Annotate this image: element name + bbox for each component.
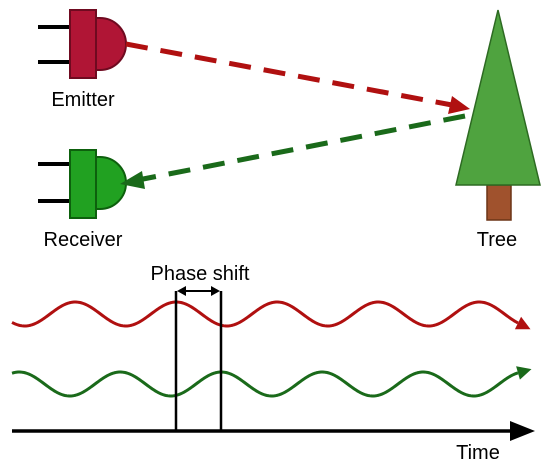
reflected-beam-arrowhead [120, 171, 145, 189]
emitted-beam [125, 41, 470, 114]
emitter-icon [38, 9, 127, 79]
emitter-label: Emitter [51, 89, 115, 111]
phase-shift-marker [174, 286, 223, 431]
time-axis [12, 421, 535, 441]
receiver-dome [95, 156, 127, 210]
time-axis-arrowhead [510, 421, 535, 441]
emitted-wave-curve [11, 300, 519, 328]
receiver-label: Receiver [44, 229, 123, 251]
emitted-beam-arrowhead [448, 96, 470, 114]
received-wave-curve [11, 370, 519, 398]
tree-label: Tree [477, 229, 517, 251]
receiver-body [69, 149, 97, 219]
emitter-dome [95, 17, 127, 71]
phase-shift-label: Phase shift [151, 263, 250, 285]
time-axis-label: Time [456, 442, 500, 464]
emitted-wave [11, 300, 531, 330]
reflected-beam-line [137, 113, 466, 183]
emitted-beam-line [125, 41, 453, 108]
received-wave-arrowhead [516, 366, 532, 380]
tree-trunk [486, 184, 512, 221]
reflected-beam [120, 113, 466, 189]
received-wave [11, 366, 532, 398]
phase-shift-arrow-right [211, 286, 220, 296]
tree-icon [455, 9, 541, 221]
phase-shift-arrow-left [177, 286, 186, 296]
receiver-icon [38, 149, 127, 219]
tree-crown [455, 9, 541, 186]
emitted-wave-arrowhead [514, 316, 531, 330]
emitter-body [69, 9, 97, 79]
